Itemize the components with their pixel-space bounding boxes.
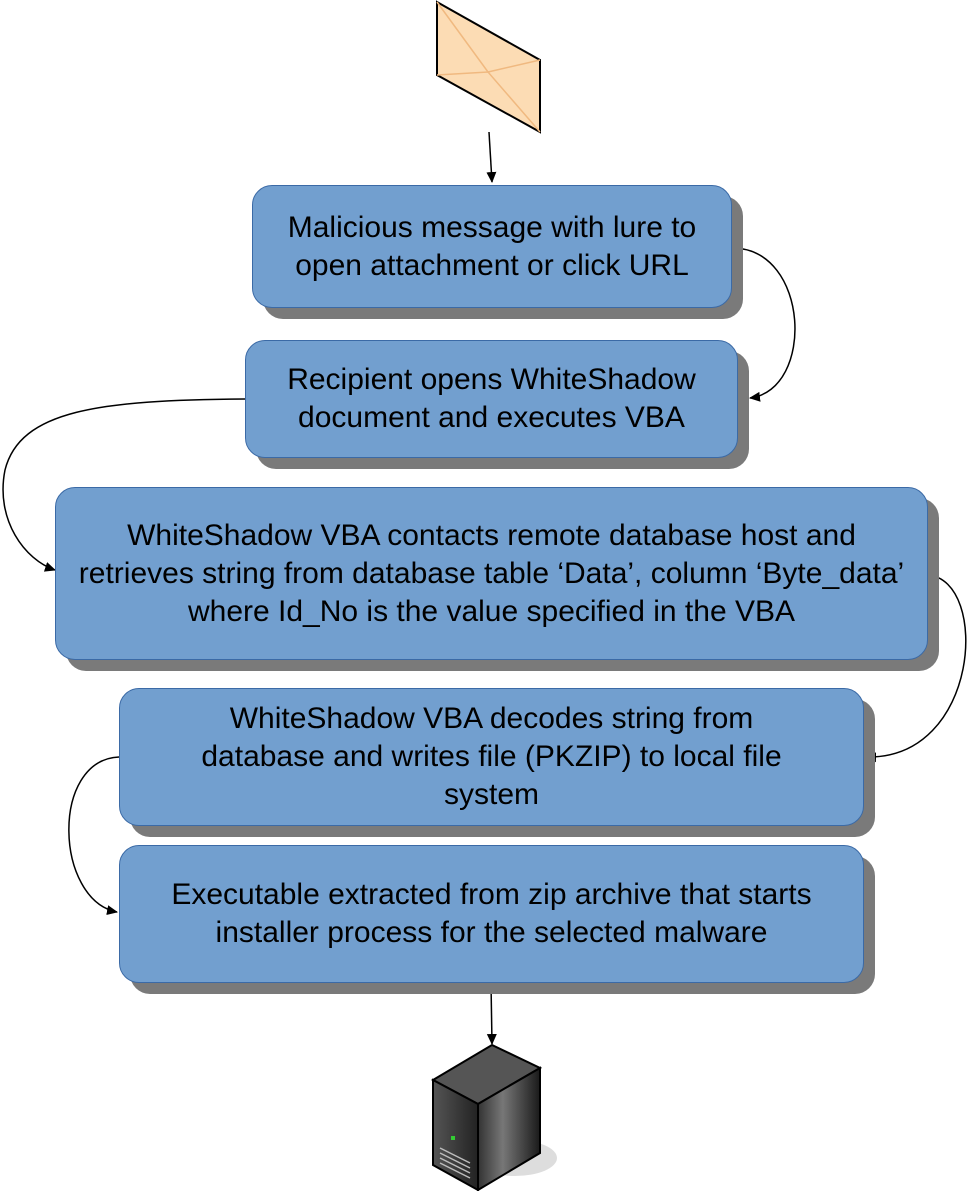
- arrow-step1-to-step2: [731, 247, 796, 402]
- step-5-text: Executable extracted from zip archive th…: [171, 878, 812, 949]
- step-5-box: Executable extracted from zip archive th…: [119, 845, 864, 983]
- arrow-step5-to-server: [486, 982, 497, 1045]
- envelope-icon: [436, 0, 541, 134]
- arrow-step3-to-step4: [865, 574, 967, 763]
- arrow-step2-to-step3: [2, 398, 246, 572]
- step-3-box: WhiteShadow VBA contacts remote database…: [55, 487, 928, 660]
- step-1-box: Malicious message with lure to open atta…: [252, 185, 732, 308]
- step-3-text: WhiteShadow VBA contacts remote database…: [78, 518, 905, 628]
- step-2-box: Recipient opens WhiteShadow document and…: [245, 340, 738, 458]
- arrow-step4-to-step5: [68, 756, 120, 915]
- server-icon: [430, 1043, 557, 1191]
- step-4-text: WhiteShadow VBA decodes string from data…: [201, 702, 782, 811]
- arrow-envelope-to-step1: [486, 131, 497, 183]
- step-1-text: Malicious message with lure to open atta…: [287, 210, 697, 282]
- step-4-box: WhiteShadow VBA decodes string from data…: [119, 688, 864, 826]
- step-2-text: Recipient opens WhiteShadow document and…: [287, 363, 696, 434]
